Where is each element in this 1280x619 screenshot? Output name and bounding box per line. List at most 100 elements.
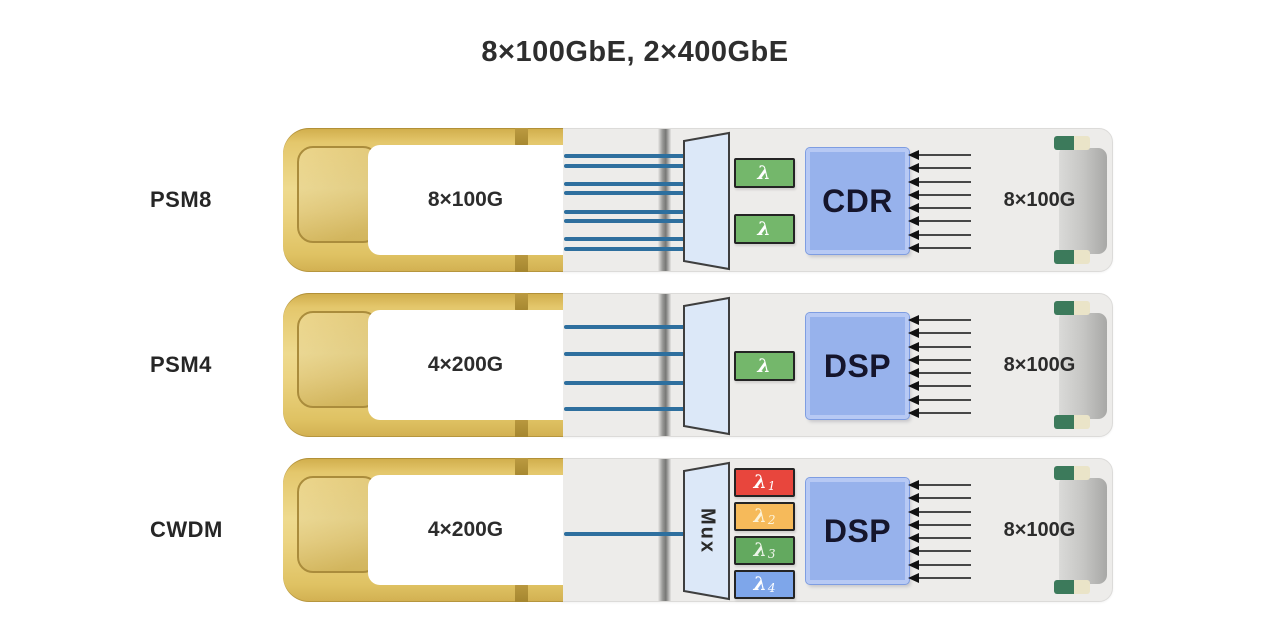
left-arrowhead-icon bbox=[908, 546, 919, 557]
connector-key-tab-bottom bbox=[515, 418, 528, 437]
transceiver-module: λ DSP 8×100G bbox=[561, 293, 1113, 437]
lambda-index: 2 bbox=[767, 512, 776, 527]
electrical-lane-line bbox=[918, 497, 971, 500]
lambda-index: 3 bbox=[767, 546, 776, 561]
fiber-line bbox=[564, 210, 685, 214]
left-arrowhead-icon bbox=[908, 519, 919, 530]
edge-tab-bottom bbox=[1054, 415, 1090, 429]
electrical-lane-line bbox=[918, 372, 971, 375]
edge-tab-bottom bbox=[1054, 250, 1090, 264]
connector-capacity-label: 8×100G bbox=[427, 188, 504, 211]
lambda-index: 1 bbox=[767, 478, 776, 493]
left-arrowhead-icon bbox=[908, 229, 919, 240]
electrical-lane-line bbox=[918, 550, 971, 553]
connector-capacity-label: 4×200G bbox=[427, 353, 504, 376]
lambda-laser-block: λ bbox=[734, 158, 795, 188]
edge-pull-bar bbox=[1059, 313, 1107, 419]
electrical-lane-line bbox=[918, 180, 971, 183]
left-arrowhead-icon bbox=[908, 533, 919, 544]
fiber-connector: 8×100G bbox=[283, 128, 563, 272]
edge-pull-bar bbox=[1059, 478, 1107, 584]
electrical-lane-line bbox=[918, 385, 971, 388]
fiber-line bbox=[564, 164, 685, 168]
connector-key-tab-bottom bbox=[515, 583, 528, 602]
left-arrowhead-icon bbox=[908, 315, 919, 325]
connector-capacity-label: 4×200G bbox=[427, 518, 504, 541]
edge-tab-top bbox=[1054, 136, 1090, 150]
lambda-symbol: λ bbox=[757, 354, 771, 377]
edge-tab-cream bbox=[1073, 136, 1090, 150]
electrical-lane-line bbox=[918, 154, 971, 156]
connector-latch-outline bbox=[297, 146, 379, 243]
connector-latch-outline bbox=[297, 311, 379, 408]
electrical-lane-line bbox=[918, 345, 971, 348]
connector-key-tab-top bbox=[515, 128, 528, 147]
electrical-lane-line bbox=[918, 398, 971, 401]
connector-label-window: 4×200G bbox=[368, 310, 563, 420]
mux-trapezoid bbox=[683, 296, 730, 436]
lambda-index: 4 bbox=[767, 580, 776, 595]
left-arrowhead-icon bbox=[908, 408, 919, 418]
chip-block: CDR bbox=[805, 147, 910, 255]
electrical-lane-line bbox=[918, 563, 971, 566]
lambda-laser-block: λ bbox=[734, 214, 795, 244]
edge-pull-bar bbox=[1059, 148, 1107, 254]
fiber-line bbox=[564, 219, 685, 223]
edge-tab-green bbox=[1054, 136, 1074, 150]
chip-block: DSP bbox=[805, 312, 910, 420]
edge-tab-cream bbox=[1073, 301, 1090, 315]
electrical-lane-line bbox=[918, 207, 971, 210]
electrical-lane-line bbox=[918, 319, 971, 321]
fiber-line bbox=[564, 237, 685, 241]
left-arrowhead-icon bbox=[908, 163, 919, 174]
fiber-line bbox=[564, 407, 685, 411]
connector-key-tab-top bbox=[515, 458, 528, 477]
lambda-symbol: λ bbox=[753, 471, 767, 493]
chip-block: DSP bbox=[805, 477, 910, 585]
left-arrowhead-icon bbox=[908, 354, 919, 365]
fiber-connector: 4×200G bbox=[283, 293, 563, 437]
fiber-line bbox=[564, 154, 685, 158]
edge-tab-top bbox=[1054, 466, 1090, 480]
left-arrowhead-icon bbox=[908, 573, 919, 583]
left-arrowhead-icon bbox=[908, 328, 919, 339]
edge-tab-cream bbox=[1073, 250, 1090, 264]
electrical-lane-line bbox=[918, 510, 971, 513]
electrical-lane-line bbox=[918, 220, 971, 223]
connector-label-window: 8×100G bbox=[368, 145, 563, 255]
left-arrowhead-icon bbox=[908, 368, 919, 379]
fiber-line bbox=[564, 191, 685, 195]
lambda-symbol: λ bbox=[757, 161, 771, 184]
electrical-lane-line bbox=[918, 537, 971, 540]
mux-label: Mux bbox=[696, 508, 719, 554]
edge-tab-top bbox=[1054, 301, 1090, 315]
lambda-symbol: λ bbox=[753, 539, 767, 561]
edge-tab-green bbox=[1054, 250, 1074, 264]
chip-label: DSP bbox=[823, 347, 892, 384]
connector-key-tab-bottom bbox=[515, 253, 528, 272]
diagram-title: 8×100GbE, 2×400GbE bbox=[481, 36, 789, 68]
left-arrowhead-icon bbox=[908, 189, 919, 200]
optical-interface-divider bbox=[658, 459, 671, 601]
electrical-lane-line bbox=[918, 484, 971, 486]
electrical-capacity-label: 8×100G bbox=[1003, 518, 1076, 541]
row-type-label: PSM4 bbox=[150, 352, 212, 377]
lambda-symbol: λ bbox=[753, 505, 767, 527]
left-arrowhead-icon bbox=[908, 176, 919, 187]
fiber-connector: 4×200G bbox=[283, 458, 563, 602]
left-arrowhead-icon bbox=[908, 394, 919, 405]
electrical-lane-line bbox=[918, 412, 971, 414]
lambda-symbol: λ bbox=[757, 217, 771, 240]
left-arrowhead-icon bbox=[908, 216, 919, 227]
row-type-label: PSM8 bbox=[150, 187, 212, 212]
fiber-line bbox=[564, 381, 685, 385]
left-arrowhead-icon bbox=[908, 341, 919, 352]
electrical-lane-line bbox=[918, 233, 971, 236]
